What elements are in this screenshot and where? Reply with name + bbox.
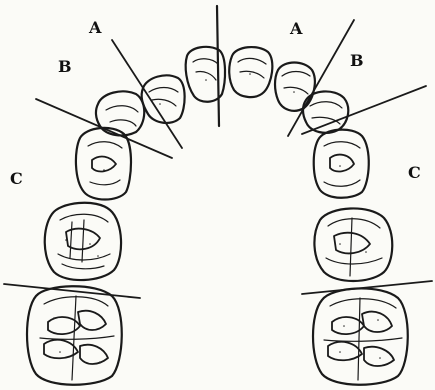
tooth-right-second-premolar [314, 208, 392, 281]
left-teeth [27, 47, 225, 385]
label-b-right: B [350, 51, 364, 70]
label-c-left: C [10, 169, 23, 188]
label-a-right: A [289, 19, 303, 38]
line-b-right [302, 86, 426, 134]
midline [217, 6, 219, 126]
tooth-right-central-incisor [229, 47, 272, 97]
tooth-right-first-premolar [314, 130, 369, 198]
label-b-left: B [58, 57, 72, 76]
tooth-right-first-molar [313, 288, 408, 384]
region-labels: A A B B C C [10, 18, 421, 188]
tooth-left-first-molar [27, 286, 122, 385]
tooth-left-lateral-incisor [142, 75, 185, 123]
tooth-right-lateral-incisor [275, 63, 315, 111]
tooth-left-second-premolar [45, 203, 121, 280]
label-c-right: C [408, 163, 421, 182]
label-a-left: A [88, 18, 102, 37]
right-teeth [229, 47, 408, 385]
tooth-left-first-premolar [76, 128, 131, 200]
